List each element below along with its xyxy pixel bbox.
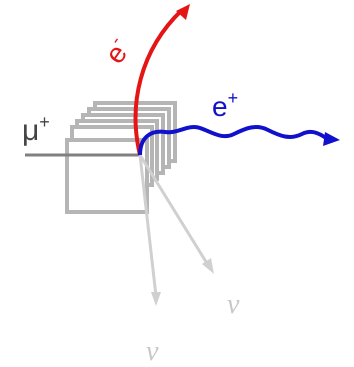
electron-arrowhead: [176, 4, 190, 20]
neutrino-label-1: ν: [227, 289, 240, 320]
electron-track: [133, 8, 184, 156]
neutrino-arrowhead-1: [151, 292, 161, 306]
neutrino-label-2: ν: [146, 336, 159, 367]
detector-plate: [65, 138, 149, 214]
positron-track: [138, 125, 328, 156]
neutrino-track-1: [138, 154, 158, 297]
detector-plate-stack: [65, 101, 177, 214]
neutrino-arrowhead-2: [202, 258, 214, 274]
electron-label: e-: [96, 32, 136, 69]
neutrino-track-2: [138, 154, 210, 266]
positron-arrowhead: [323, 132, 340, 146]
neutrino-tracks: [138, 154, 214, 306]
muon-label: μ+: [22, 112, 50, 147]
positron-label: e+: [212, 88, 238, 122]
